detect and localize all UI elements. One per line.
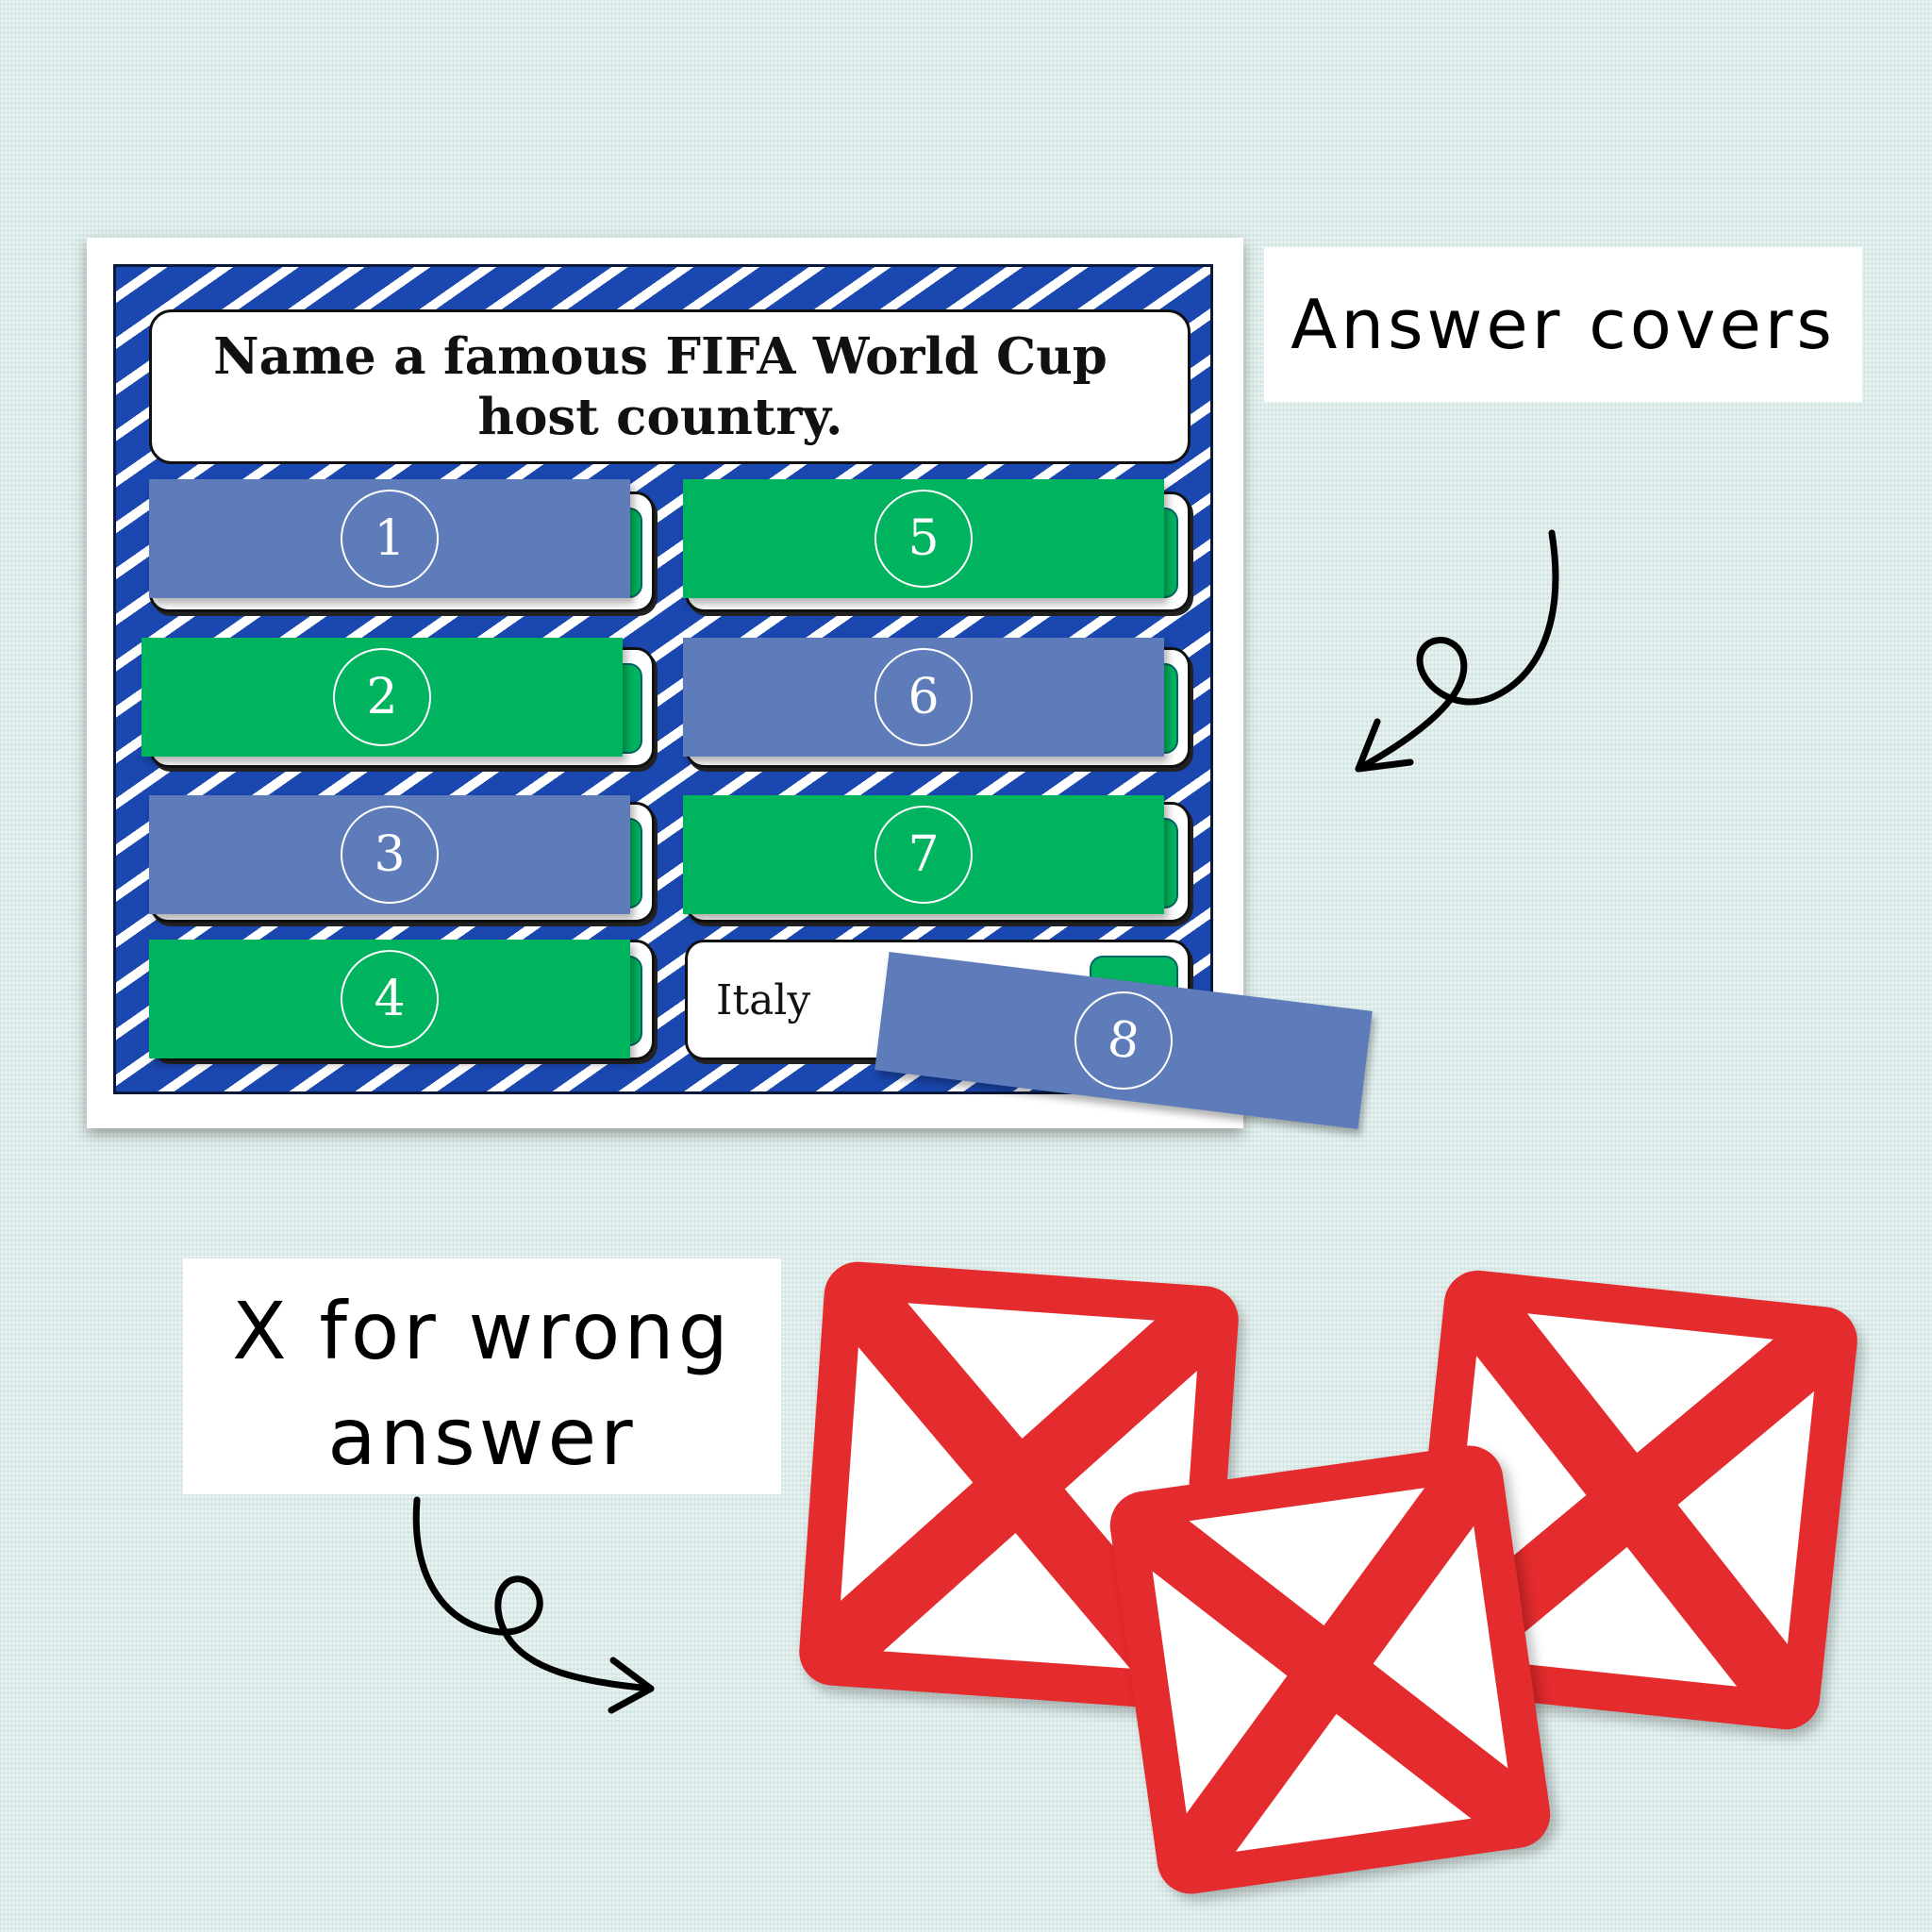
answer-cover-7[interactable]: 7	[683, 795, 1164, 914]
revealed-answer: Italy	[716, 976, 811, 1024]
cover-number: 7	[874, 806, 973, 904]
curly-arrow-icon	[1355, 529, 1559, 773]
answer-covers-label: Answer covers	[1264, 247, 1862, 402]
wrong-label-line-2: answer	[327, 1391, 637, 1483]
answer-cover-2[interactable]: 2	[142, 638, 623, 757]
answer-cover-4[interactable]: 4	[149, 940, 630, 1058]
game-board-printout: Name a famous FIFA World Cup host countr…	[87, 238, 1243, 1128]
cover-number: 3	[341, 806, 439, 904]
x-for-wrong-label: X for wrong answer	[183, 1258, 781, 1494]
answer-cover-3[interactable]: 3	[149, 795, 630, 914]
answer-covers-text: Answer covers	[1291, 285, 1836, 364]
question-box: Name a famous FIFA World Cup host countr…	[149, 309, 1191, 464]
answer-cover-1[interactable]: 1	[149, 479, 630, 598]
x-card-icon	[1106, 1441, 1555, 1899]
cover-number: 5	[874, 490, 973, 588]
cover-number: 6	[874, 648, 973, 746]
curly-arrow-icon	[412, 1496, 655, 1714]
answer-cover-6[interactable]: 6	[683, 638, 1164, 757]
cover-number: 1	[341, 490, 439, 588]
wrong-label-line-1: X for wrong	[232, 1285, 732, 1377]
striped-board: Name a famous FIFA World Cup host countr…	[113, 264, 1213, 1094]
answer-cover-5[interactable]: 5	[683, 479, 1164, 598]
cover-number: 8	[1069, 986, 1178, 1095]
question-text: Name a famous FIFA World Cup host countr…	[213, 327, 1108, 446]
cover-number: 2	[333, 648, 431, 746]
cover-number: 4	[341, 950, 439, 1048]
